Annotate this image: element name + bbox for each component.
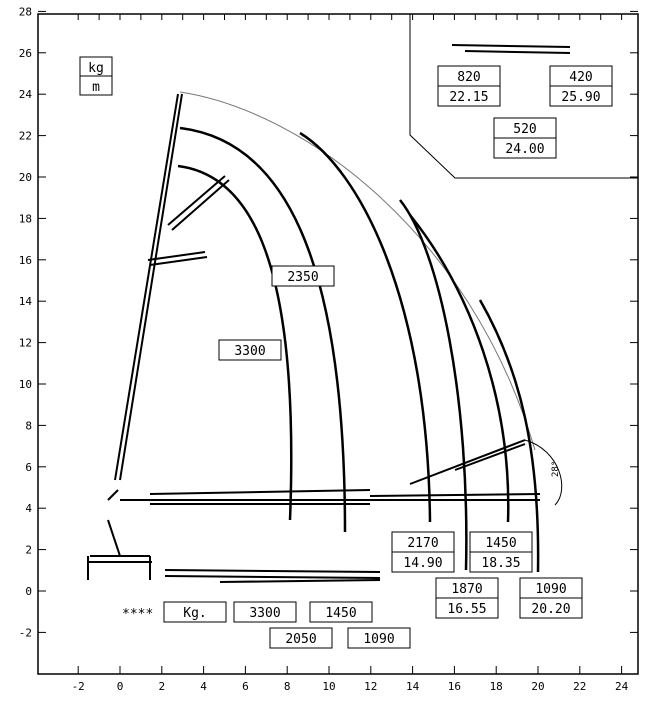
envelope-curve (179, 91, 536, 451)
load-curve-1450 (409, 214, 510, 523)
y-tick-label: 6 (25, 461, 32, 474)
reach-label-1090: 1090 20.20 (519, 577, 583, 619)
x-tick-label: -2 (72, 680, 85, 693)
svg-text:1090: 1090 (363, 632, 394, 647)
x-tick-label: 2 (158, 680, 165, 693)
y-tick-label: -2 (19, 626, 32, 639)
lower-load-1090: 1090 (347, 627, 411, 649)
unit-kg: kg (88, 61, 104, 76)
x-tick-label: 14 (406, 680, 420, 693)
y-tick-label: 10 (19, 378, 32, 391)
label-load: 820 (457, 70, 480, 85)
reach-label-1870: 1870 16.55 (435, 577, 499, 619)
lower-boom-drawing (164, 569, 381, 583)
svg-text:3300: 3300 (234, 344, 265, 359)
y-tick-label: 24 (19, 88, 33, 101)
x-tick-label: 22 (573, 680, 586, 693)
x-tick-label: 0 (117, 680, 124, 693)
plot-frame (37, 13, 639, 675)
y-tick-label: 22 (19, 130, 32, 143)
inset-labels: 820 22.15 520 24.00 420 25.90 (437, 65, 613, 159)
lower-load-3300: 3300 (233, 601, 297, 623)
inset-label-820: 820 22.15 (437, 65, 501, 107)
lower-legend-loads: 3300 2050 1450 1090 (233, 601, 411, 649)
inset-label-520: 520 24.00 (493, 117, 557, 159)
svg-text:2050: 2050 (285, 632, 316, 647)
y-tick-label: 18 (19, 212, 32, 225)
unit-box: kg m (79, 56, 113, 96)
grid-ticks (77, 14, 623, 20)
y-tick-label: 16 (19, 254, 32, 267)
legend-unit: Kg. (163, 601, 227, 623)
reach-label-2170: 2170 14.90 (391, 531, 455, 573)
y-tick-label: 4 (25, 502, 32, 515)
x-tick-label: 16 (448, 680, 461, 693)
y-tick-label: 26 (19, 47, 32, 60)
legend-stars: **** (122, 607, 153, 622)
load-curve-1870 (399, 199, 468, 571)
x-tick-label: 6 (242, 680, 249, 693)
x-tick-label: 4 (200, 680, 207, 693)
label-reach: 25.90 (561, 90, 600, 105)
label-reach: 16.55 (447, 602, 486, 617)
label-load: 2170 (407, 536, 438, 551)
reach-label-1450: 1450 18.35 (469, 531, 533, 573)
y-tick-label: 14 (19, 295, 33, 308)
svg-text:2350: 2350 (287, 270, 318, 285)
x-tick-label: 20 (531, 680, 544, 693)
angle-label: 28° (551, 461, 561, 477)
load-curve-3300 (177, 164, 293, 521)
load-curve-1090 (478, 299, 540, 573)
crane-boom-raised (107, 93, 230, 501)
lower-load-1450: 1450 (309, 601, 373, 623)
curve-label-3300: 3300 (218, 339, 282, 361)
reach-labels: 2170 14.90 1870 16.55 1450 18.35 1090 20.20 (391, 531, 583, 619)
svg-text:1450: 1450 (325, 606, 356, 621)
y-tick-label: 8 (25, 419, 32, 432)
curve-label-2350: 2350 (271, 265, 335, 287)
inset-boom (451, 44, 571, 54)
lower-load-2050: 2050 (269, 627, 333, 649)
y-tick-label: 2 (25, 544, 32, 557)
label-load: 420 (569, 70, 592, 85)
x-tick-label: 12 (364, 680, 377, 693)
y-tick-label: 0 (25, 585, 32, 598)
label-load: 1870 (451, 582, 482, 597)
label-reach: 24.00 (505, 142, 544, 157)
x-tick-label: 24 (615, 680, 629, 693)
svg-text:Kg.: Kg. (183, 606, 206, 621)
x-tick-label: 10 (322, 680, 335, 693)
label-reach: 20.20 (531, 602, 570, 617)
x-tick-label: 8 (284, 680, 291, 693)
y-tick-label: 12 (19, 337, 32, 350)
load-curve-2170 (299, 131, 432, 523)
label-reach: 22.15 (449, 90, 488, 105)
crane-boom-horizontal (120, 439, 541, 505)
label-reach: 18.35 (481, 556, 520, 571)
inset-panel (409, 14, 638, 179)
inset-label-420: 420 25.90 (549, 65, 613, 107)
y-tick-label: 28 (19, 5, 32, 18)
x-tick-label: 18 (490, 680, 503, 693)
crane-base (87, 519, 152, 580)
label-reach: 14.90 (403, 556, 442, 571)
angle-arc (524, 439, 563, 506)
label-load: 520 (513, 122, 536, 137)
y-tick-label: 20 (19, 171, 32, 184)
unit-m: m (92, 80, 100, 95)
load-curve-2350 (179, 126, 347, 533)
label-load: 1450 (485, 536, 516, 551)
label-load: 1090 (535, 582, 566, 597)
svg-text:3300: 3300 (249, 606, 280, 621)
